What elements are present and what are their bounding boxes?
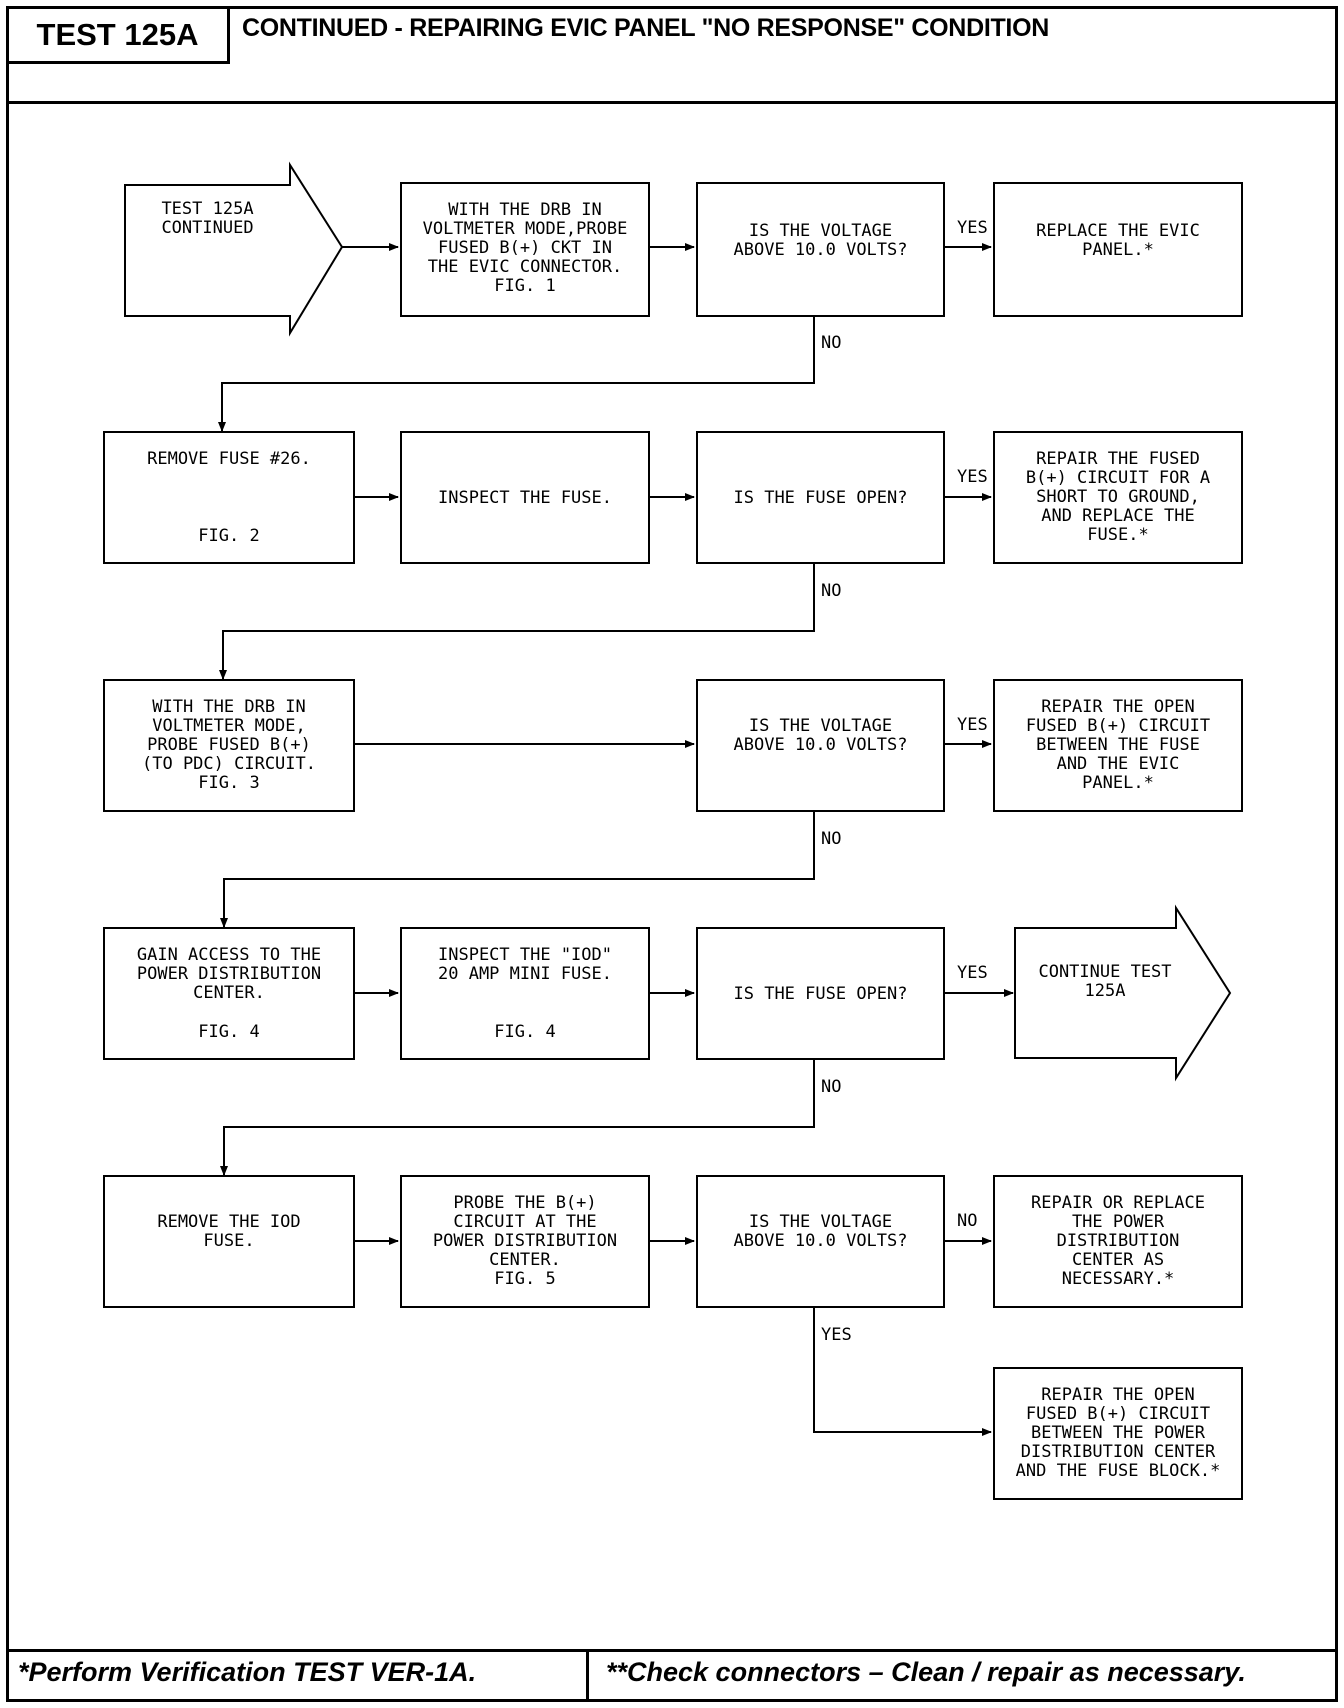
decision-text: IS THE VOLTAGE ABOVE 10.0 VOLTS?: [733, 1212, 908, 1251]
step-text: GAIN ACCESS TO THE POWER DISTRIBUTION CE…: [136, 945, 322, 1003]
step-probe-pdc-circuit: WITH THE DRB IN VOLTMETER MODE, PROBE FU…: [103, 679, 355, 812]
step-remove-fuse-26: REMOVE FUSE #26. FIG. 2: [103, 431, 355, 564]
result-repair-short: REPAIR THE FUSED B(+) CIRCUIT FOR A SHOR…: [993, 431, 1243, 564]
step-probe-pdc: PROBE THE B(+) CIRCUIT AT THE POWER DIST…: [400, 1175, 650, 1308]
result-text: REPAIR THE OPEN FUSED B(+) CIRCUIT BETWE…: [1015, 1385, 1221, 1481]
header-divider: [8, 101, 1336, 104]
decision-fuse-open-2: IS THE FUSE OPEN?: [696, 927, 945, 1060]
step-text: INSPECT THE FUSE.: [438, 488, 612, 508]
start-label: TEST 125A CONTINUED: [161, 199, 254, 238]
step-text: REMOVE FUSE #26.: [147, 449, 311, 469]
step-remove-iod-fuse: REMOVE THE IOD FUSE.: [103, 1175, 355, 1308]
footer-note-verification: *Perform Verification TEST VER-1A.: [18, 1657, 477, 1687]
step-inspect-iod-fuse: INSPECT THE "IOD" 20 AMP MINI FUSE. FIG.…: [400, 927, 650, 1060]
decision-voltage-pdc: IS THE VOLTAGE ABOVE 10.0 VOLTS?: [696, 679, 945, 812]
result-repair-open-pdc: REPAIR THE OPEN FUSED B(+) CIRCUIT BETWE…: [993, 1367, 1243, 1500]
continue-arrow-shape: [1014, 904, 1232, 1082]
yes-label: YES: [957, 218, 988, 238]
test-id: TEST 125A: [8, 8, 230, 64]
figure-ref: FIG. 2: [198, 526, 260, 546]
no-label: NO: [957, 1211, 978, 1231]
step-text: REMOVE THE IOD FUSE.: [157, 1212, 301, 1251]
step-text: INSPECT THE "IOD" 20 AMP MINI FUSE.: [438, 945, 612, 984]
page-frame: [6, 6, 1338, 1702]
footer-note-connectors: **Check connectors – Clean / repair as n…: [606, 1657, 1246, 1687]
footer-column-divider: [586, 1649, 589, 1700]
decision-text: IS THE VOLTAGE ABOVE 10.0 VOLTS?: [733, 716, 908, 755]
decision-text: IS THE VOLTAGE ABOVE 10.0 VOLTS?: [733, 221, 908, 260]
result-text: REPAIR OR REPLACE THE POWER DISTRIBUTION…: [1031, 1193, 1205, 1289]
yes-label: YES: [957, 467, 988, 487]
step-probe-evic-connector: WITH THE DRB IN VOLTMETER MODE,PROBE FUS…: [400, 182, 650, 317]
no-label: NO: [821, 1077, 842, 1097]
page-title: CONTINUED - REPAIRING EVIC PANEL "NO RES…: [242, 14, 1049, 42]
step-access-pdc: GAIN ACCESS TO THE POWER DISTRIBUTION CE…: [103, 927, 355, 1060]
decision-text: IS THE FUSE OPEN?: [733, 984, 908, 1004]
decision-fuse-open-1: IS THE FUSE OPEN?: [696, 431, 945, 564]
continue-label: CONTINUE TEST 125A: [1038, 962, 1172, 1001]
step-inspect-fuse: INSPECT THE FUSE.: [400, 431, 650, 564]
yes-label: YES: [957, 715, 988, 735]
step-text: PROBE THE B(+) CIRCUIT AT THE POWER DIST…: [432, 1193, 618, 1289]
result-repair-open-evic: REPAIR THE OPEN FUSED B(+) CIRCUIT BETWE…: [993, 679, 1243, 812]
yes-label: YES: [821, 1325, 852, 1345]
step-text: WITH THE DRB IN VOLTMETER MODE, PROBE FU…: [142, 697, 316, 793]
result-repair-pdc: REPAIR OR REPLACE THE POWER DISTRIBUTION…: [993, 1175, 1243, 1308]
footer-divider: [8, 1649, 1336, 1652]
start-arrow-shape: [124, 161, 344, 337]
figure-ref: FIG. 4: [494, 1022, 556, 1042]
decision-text: IS THE FUSE OPEN?: [733, 488, 908, 508]
decision-voltage-pdc-2: IS THE VOLTAGE ABOVE 10.0 VOLTS?: [696, 1175, 945, 1308]
result-text: REPLACE THE EVIC PANEL.*: [1036, 221, 1200, 260]
no-label: NO: [821, 829, 842, 849]
yes-label: YES: [957, 963, 988, 983]
decision-voltage-evic: IS THE VOLTAGE ABOVE 10.0 VOLTS?: [696, 182, 945, 317]
result-text: REPAIR THE OPEN FUSED B(+) CIRCUIT BETWE…: [1025, 697, 1211, 793]
figure-ref: FIG. 4: [198, 1022, 260, 1042]
result-replace-evic: REPLACE THE EVIC PANEL.*: [993, 182, 1243, 317]
no-label: NO: [821, 333, 842, 353]
result-text: REPAIR THE FUSED B(+) CIRCUIT FOR A SHOR…: [1025, 449, 1211, 545]
step-text: WITH THE DRB IN VOLTMETER MODE,PROBE FUS…: [422, 200, 628, 296]
no-label: NO: [821, 581, 842, 601]
